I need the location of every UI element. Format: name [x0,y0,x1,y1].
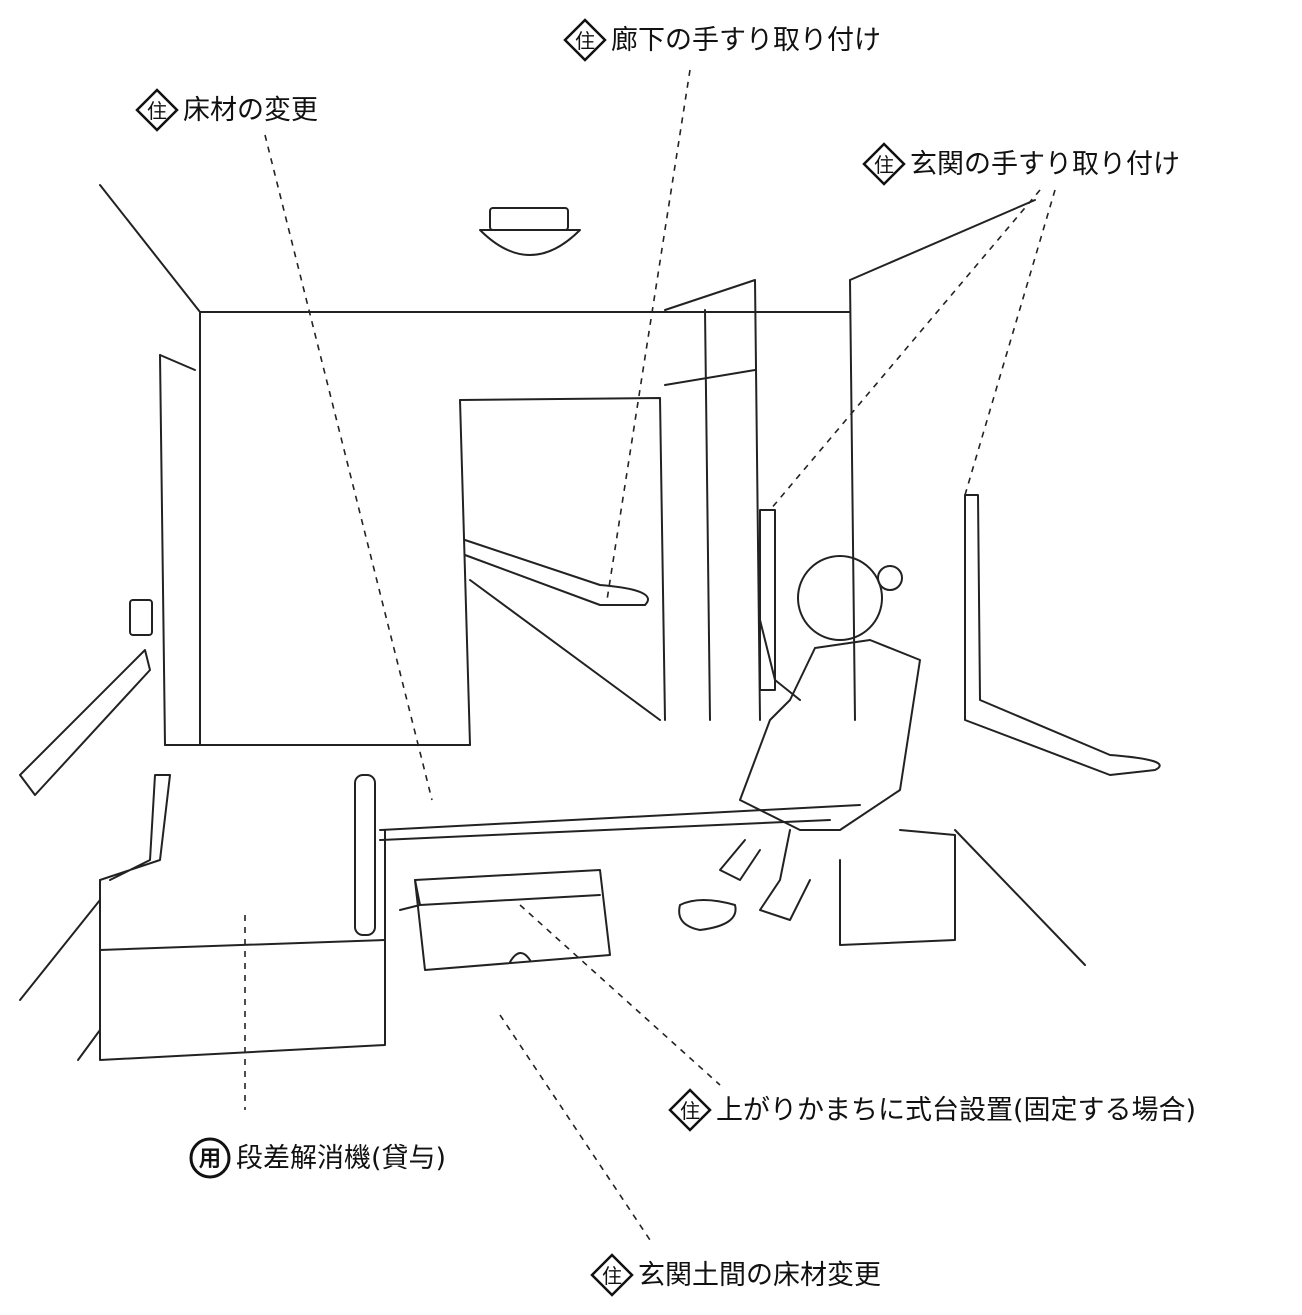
leader-doma-floor [499,1014,651,1241]
room-structure [19,184,1086,1061]
ceiling-light [479,207,581,256]
house-renovation-diamond-icon: 住 [862,142,906,186]
svg-text:用: 用 [199,1147,221,1172]
label-step-platform: 住 上がりかまちに式台設置(固定する場合) [668,1088,1196,1132]
svg-text:住: 住 [680,1099,700,1123]
seated-person [678,555,921,931]
svg-text:住: 住 [874,153,894,177]
house-renovation-diamond-icon: 住 [135,88,179,132]
label-step-eliminator-text: 段差解消機(貸与) [236,1142,447,1174]
svg-text:住: 住 [575,29,595,53]
house-renovation-diamond-icon: 住 [563,18,607,62]
leader-entrance-handrail-1 [769,189,1041,511]
house-renovation-diamond-icon: 住 [590,1253,634,1297]
hallway-handrail [464,539,649,606]
step-platform [414,869,611,971]
bench [839,829,956,946]
leader-entrance-handrail-2 [964,189,1056,496]
label-step-platform-text: 上がりかまちに式台設置(固定する場合) [716,1094,1197,1126]
label-entrance-handrail-text: 玄関の手すり取り付け [910,148,1180,180]
label-floor-material: 住 床材の変更 [135,88,318,132]
leader-lines [244,69,1056,1241]
entrance-handrail-left [759,509,776,691]
leader-floor-material [264,134,433,801]
label-entrance-handrail: 住 玄関の手すり取り付け [862,142,1180,186]
leader-step-platform [519,904,721,1086]
label-hallway-handrail-text: 廊下の手すり取り付け [611,24,881,56]
label-doma-floor: 住 玄関土間の床材変更 [590,1253,881,1297]
label-hallway-handrail: 住 廊下の手すり取り付け [563,18,881,62]
label-floor-material-text: 床材の変更 [183,94,318,126]
svg-text:住: 住 [602,1264,622,1288]
entrance-handrail-right [964,494,1161,776]
step-eliminator-machine [99,774,386,1061]
label-doma-floor-text: 玄関土間の床材変更 [638,1259,881,1291]
leader-hallway-handrail [606,69,691,601]
welfare-equipment-circle-icon: 用 [189,1137,231,1179]
house-renovation-diamond-icon: 住 [668,1088,712,1132]
left-wall-handrail [19,599,153,796]
label-step-eliminator: 用 段差解消機(貸与) [188,1136,446,1180]
svg-text:住: 住 [147,99,167,123]
